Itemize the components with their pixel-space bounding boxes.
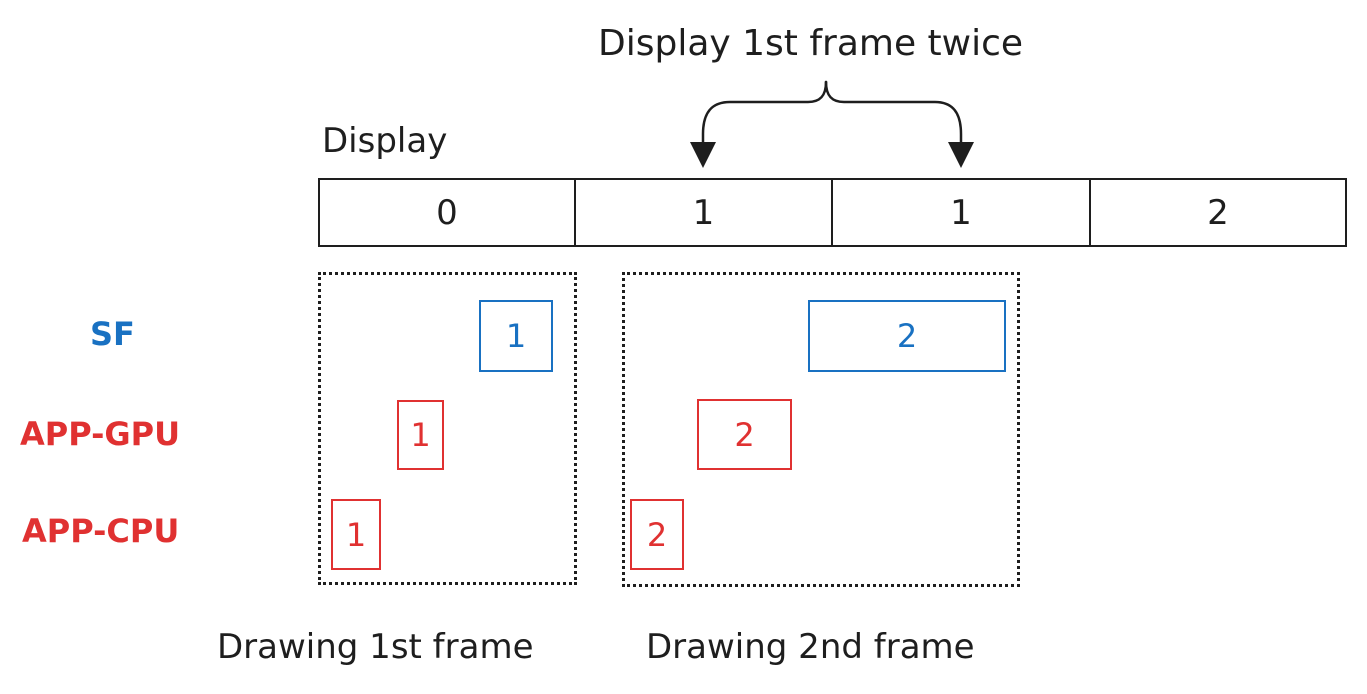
display-cell-0-label: 0: [436, 192, 458, 233]
frame2-cpu-label: 2: [646, 515, 668, 554]
display-twice-annotation: Display 1st frame twice: [598, 23, 1024, 64]
frame2-caption: Drawing 2nd frame: [646, 627, 975, 667]
brace-right-branch: [824, 80, 963, 152]
display-cell-3: 2: [1089, 178, 1347, 247]
display-cell-2-label: 1: [950, 192, 972, 233]
display-label: Display: [322, 121, 448, 161]
frame1-gpu-box: 1: [397, 400, 444, 470]
row-label-sf: SF: [90, 315, 135, 353]
arrow-down-right-icon: [948, 142, 974, 168]
frame1-gpu-label: 1: [410, 416, 431, 454]
row-label-app-gpu: APP-GPU: [20, 415, 181, 453]
row-label-app-cpu: APP-CPU: [22, 512, 180, 550]
frame1-sf-label: 1: [505, 317, 527, 355]
frame2-gpu-label: 2: [734, 415, 755, 454]
frame1-cpu-box: 1: [331, 499, 381, 570]
frame2-cpu-box: 2: [630, 499, 684, 570]
display-cell-1: 1: [574, 178, 833, 247]
frame2-sf-box: 2: [808, 300, 1006, 372]
frame1-group: [318, 272, 577, 585]
frame2-gpu-box: 2: [697, 399, 792, 470]
frame1-cpu-label: 1: [345, 515, 367, 554]
brace-left-branch: [701, 80, 828, 152]
frame1-sf-box: 1: [479, 300, 553, 372]
arrow-down-left-icon: [690, 142, 716, 168]
display-cell-0: 0: [318, 178, 576, 247]
display-cell-1-label: 1: [692, 192, 715, 233]
display-cell-3-label: 2: [1207, 192, 1229, 233]
frame1-caption: Drawing 1st frame: [217, 627, 534, 667]
frame2-sf-label: 2: [896, 317, 918, 355]
frame2-group: [622, 272, 1020, 587]
display-cell-2: 1: [831, 178, 1091, 247]
